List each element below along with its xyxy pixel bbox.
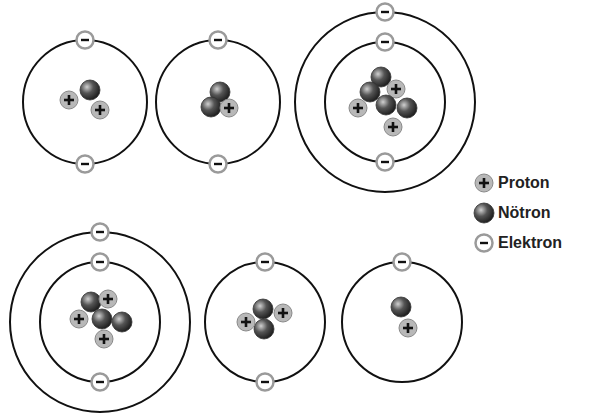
legend-electron-sample bbox=[476, 235, 493, 252]
legend-proton-sample bbox=[475, 174, 493, 192]
proton bbox=[91, 101, 109, 119]
electron bbox=[210, 32, 227, 49]
legend-label: Nötron bbox=[498, 204, 550, 222]
neutron bbox=[81, 292, 101, 312]
proton bbox=[237, 313, 255, 331]
proton bbox=[99, 290, 117, 308]
electron bbox=[210, 156, 227, 173]
orbit bbox=[156, 40, 280, 164]
neutron bbox=[360, 82, 380, 102]
legend-label: Proton bbox=[498, 174, 550, 192]
neutron bbox=[201, 97, 221, 117]
neutron bbox=[92, 309, 112, 329]
proton bbox=[349, 99, 367, 117]
atom bbox=[10, 224, 190, 413]
electron bbox=[377, 4, 394, 21]
neutron bbox=[397, 98, 417, 118]
orbit bbox=[23, 40, 147, 164]
atom bbox=[295, 4, 475, 193]
orbit bbox=[40, 262, 160, 382]
proton bbox=[274, 304, 292, 322]
electron bbox=[77, 156, 94, 173]
neutron bbox=[391, 297, 411, 317]
proton bbox=[60, 91, 78, 109]
legend-row: Proton bbox=[490, 171, 550, 195]
neutron bbox=[254, 319, 274, 339]
neutron bbox=[376, 95, 396, 115]
electron bbox=[257, 374, 274, 391]
electron bbox=[92, 374, 109, 391]
orbit bbox=[205, 262, 325, 382]
electron bbox=[257, 254, 274, 271]
proton bbox=[384, 118, 402, 136]
legend-label: Elektron bbox=[498, 234, 562, 252]
proton bbox=[399, 319, 417, 337]
orbit bbox=[10, 232, 190, 412]
atom bbox=[23, 32, 147, 173]
atom bbox=[342, 254, 462, 383]
electron bbox=[394, 254, 411, 271]
orbit bbox=[342, 262, 462, 382]
neutron bbox=[80, 80, 100, 100]
orbit bbox=[325, 42, 445, 162]
electron bbox=[92, 224, 109, 241]
legend-row: Elektron bbox=[490, 231, 562, 255]
electron bbox=[377, 154, 394, 171]
legend-row: Nötron bbox=[490, 201, 550, 225]
legend-neutron-sample bbox=[474, 203, 494, 223]
proton bbox=[220, 99, 238, 117]
electron bbox=[77, 32, 94, 49]
electron bbox=[92, 254, 109, 271]
atom bbox=[205, 254, 325, 391]
atom bbox=[156, 32, 280, 173]
orbit bbox=[295, 12, 475, 192]
electron bbox=[377, 34, 394, 51]
proton bbox=[95, 330, 113, 348]
proton bbox=[70, 310, 88, 328]
neutron bbox=[112, 312, 132, 332]
neutron bbox=[253, 299, 273, 319]
